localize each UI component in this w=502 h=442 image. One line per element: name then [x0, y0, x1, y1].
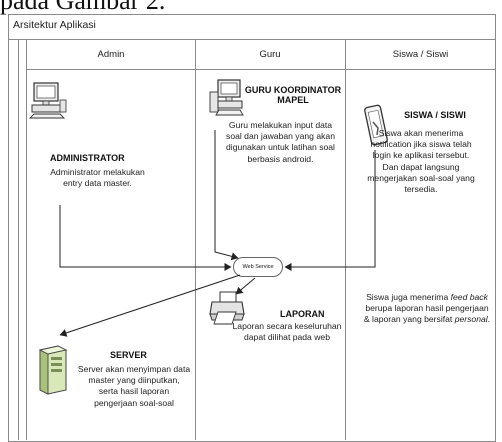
guru-text: Guru melakukan input data soal dan jawab…: [218, 120, 343, 165]
printer-icon: [209, 291, 245, 325]
server-text-line: Server akan menyimpan data: [77, 364, 191, 374]
admin-connector: [59, 205, 232, 271]
computer-icon: [209, 79, 244, 116]
siswa-feedback-text: Siswa juga menerima feed back berupa lap…: [362, 292, 492, 326]
laporan-text-line: dapat dilihat pada web: [243, 332, 330, 343]
feedback-text-part: Siswa juga menerima: [366, 292, 451, 302]
laporan-text: Laporan secara keseluruhan dapat dilihat…: [232, 321, 342, 343]
siswa-text-line: mengerjakan soal-soal yang: [367, 172, 475, 183]
admin-text: Administrator melakukan entry data maste…: [50, 167, 145, 189]
laporan-heading: LAPORAN: [280, 309, 325, 319]
siswa-text-line: Dan dapat langsung: [382, 161, 460, 172]
lane-header-guru: Guru: [195, 40, 345, 70]
server-text: Server akan menyimpan data master yang d…: [75, 364, 193, 409]
siswa-connector: [284, 150, 376, 271]
guru-heading-line2: MAPEL: [277, 95, 309, 105]
siswa-text-line: login ke aplikasi tersebut.: [372, 150, 470, 161]
siswa-text-line: notification jika siswa telah: [370, 139, 472, 150]
smartphone-icon: [364, 104, 388, 146]
siswa-text: Siswa akan menerima notification jika si…: [352, 128, 490, 195]
siswa-text-line: Siswa akan menerima: [378, 128, 464, 138]
guru-connector: [214, 130, 239, 261]
laporan-connector: [235, 277, 256, 295]
siswa-text-line: tersedia.: [404, 184, 438, 195]
guru-heading: GURU KOORDINATOR MAPEL: [243, 85, 343, 105]
title-band: [8, 14, 496, 40]
feedback-text-part: berupa laporan hasil pengerjaan & lapora…: [363, 303, 489, 325]
lane-gutter: [18, 40, 27, 440]
lane-header-siswa: Siswa / Siswi: [345, 40, 496, 70]
admin-heading: ADMINISTRATOR: [50, 153, 125, 163]
lane-divider: [195, 40, 196, 440]
server-text-line: master yang diinputkan,: [88, 375, 180, 386]
lane-header-admin: Admin: [27, 40, 195, 70]
guru-text-line: soal dan jawaban yang akan: [226, 131, 335, 142]
server-connector: [59, 274, 241, 337]
guru-text-line: Guru melakukan input data: [228, 120, 333, 130]
server-icon: [38, 345, 68, 395]
feedback-text-em: feed back: [450, 292, 488, 302]
guru-heading-line1: GURU KOORDINATOR: [244, 85, 342, 95]
server-heading: SERVER: [110, 350, 147, 360]
lane-divider: [345, 40, 346, 440]
feedback-text-part: .: [487, 314, 491, 325]
guru-text-line: berbasis android.: [247, 153, 314, 164]
siswa-heading: SISWA / SISWI: [404, 110, 466, 120]
figure-caption: pada Gambar 2.: [0, 0, 166, 15]
server-text-line: pengerjaan soal-soal: [94, 397, 174, 408]
feedback-text-em: personal: [454, 314, 488, 325]
web-service-node: Web Service: [233, 257, 283, 277]
diagram-title: Arsitektur Aplikasi: [13, 19, 96, 31]
computer-icon: [28, 82, 67, 119]
laporan-text-line: Laporan secara keseluruhan: [232, 321, 342, 331]
server-text-line: serta hasil laporan: [98, 386, 170, 397]
guru-text-line: digunakan untuk latihan soal: [226, 142, 335, 153]
